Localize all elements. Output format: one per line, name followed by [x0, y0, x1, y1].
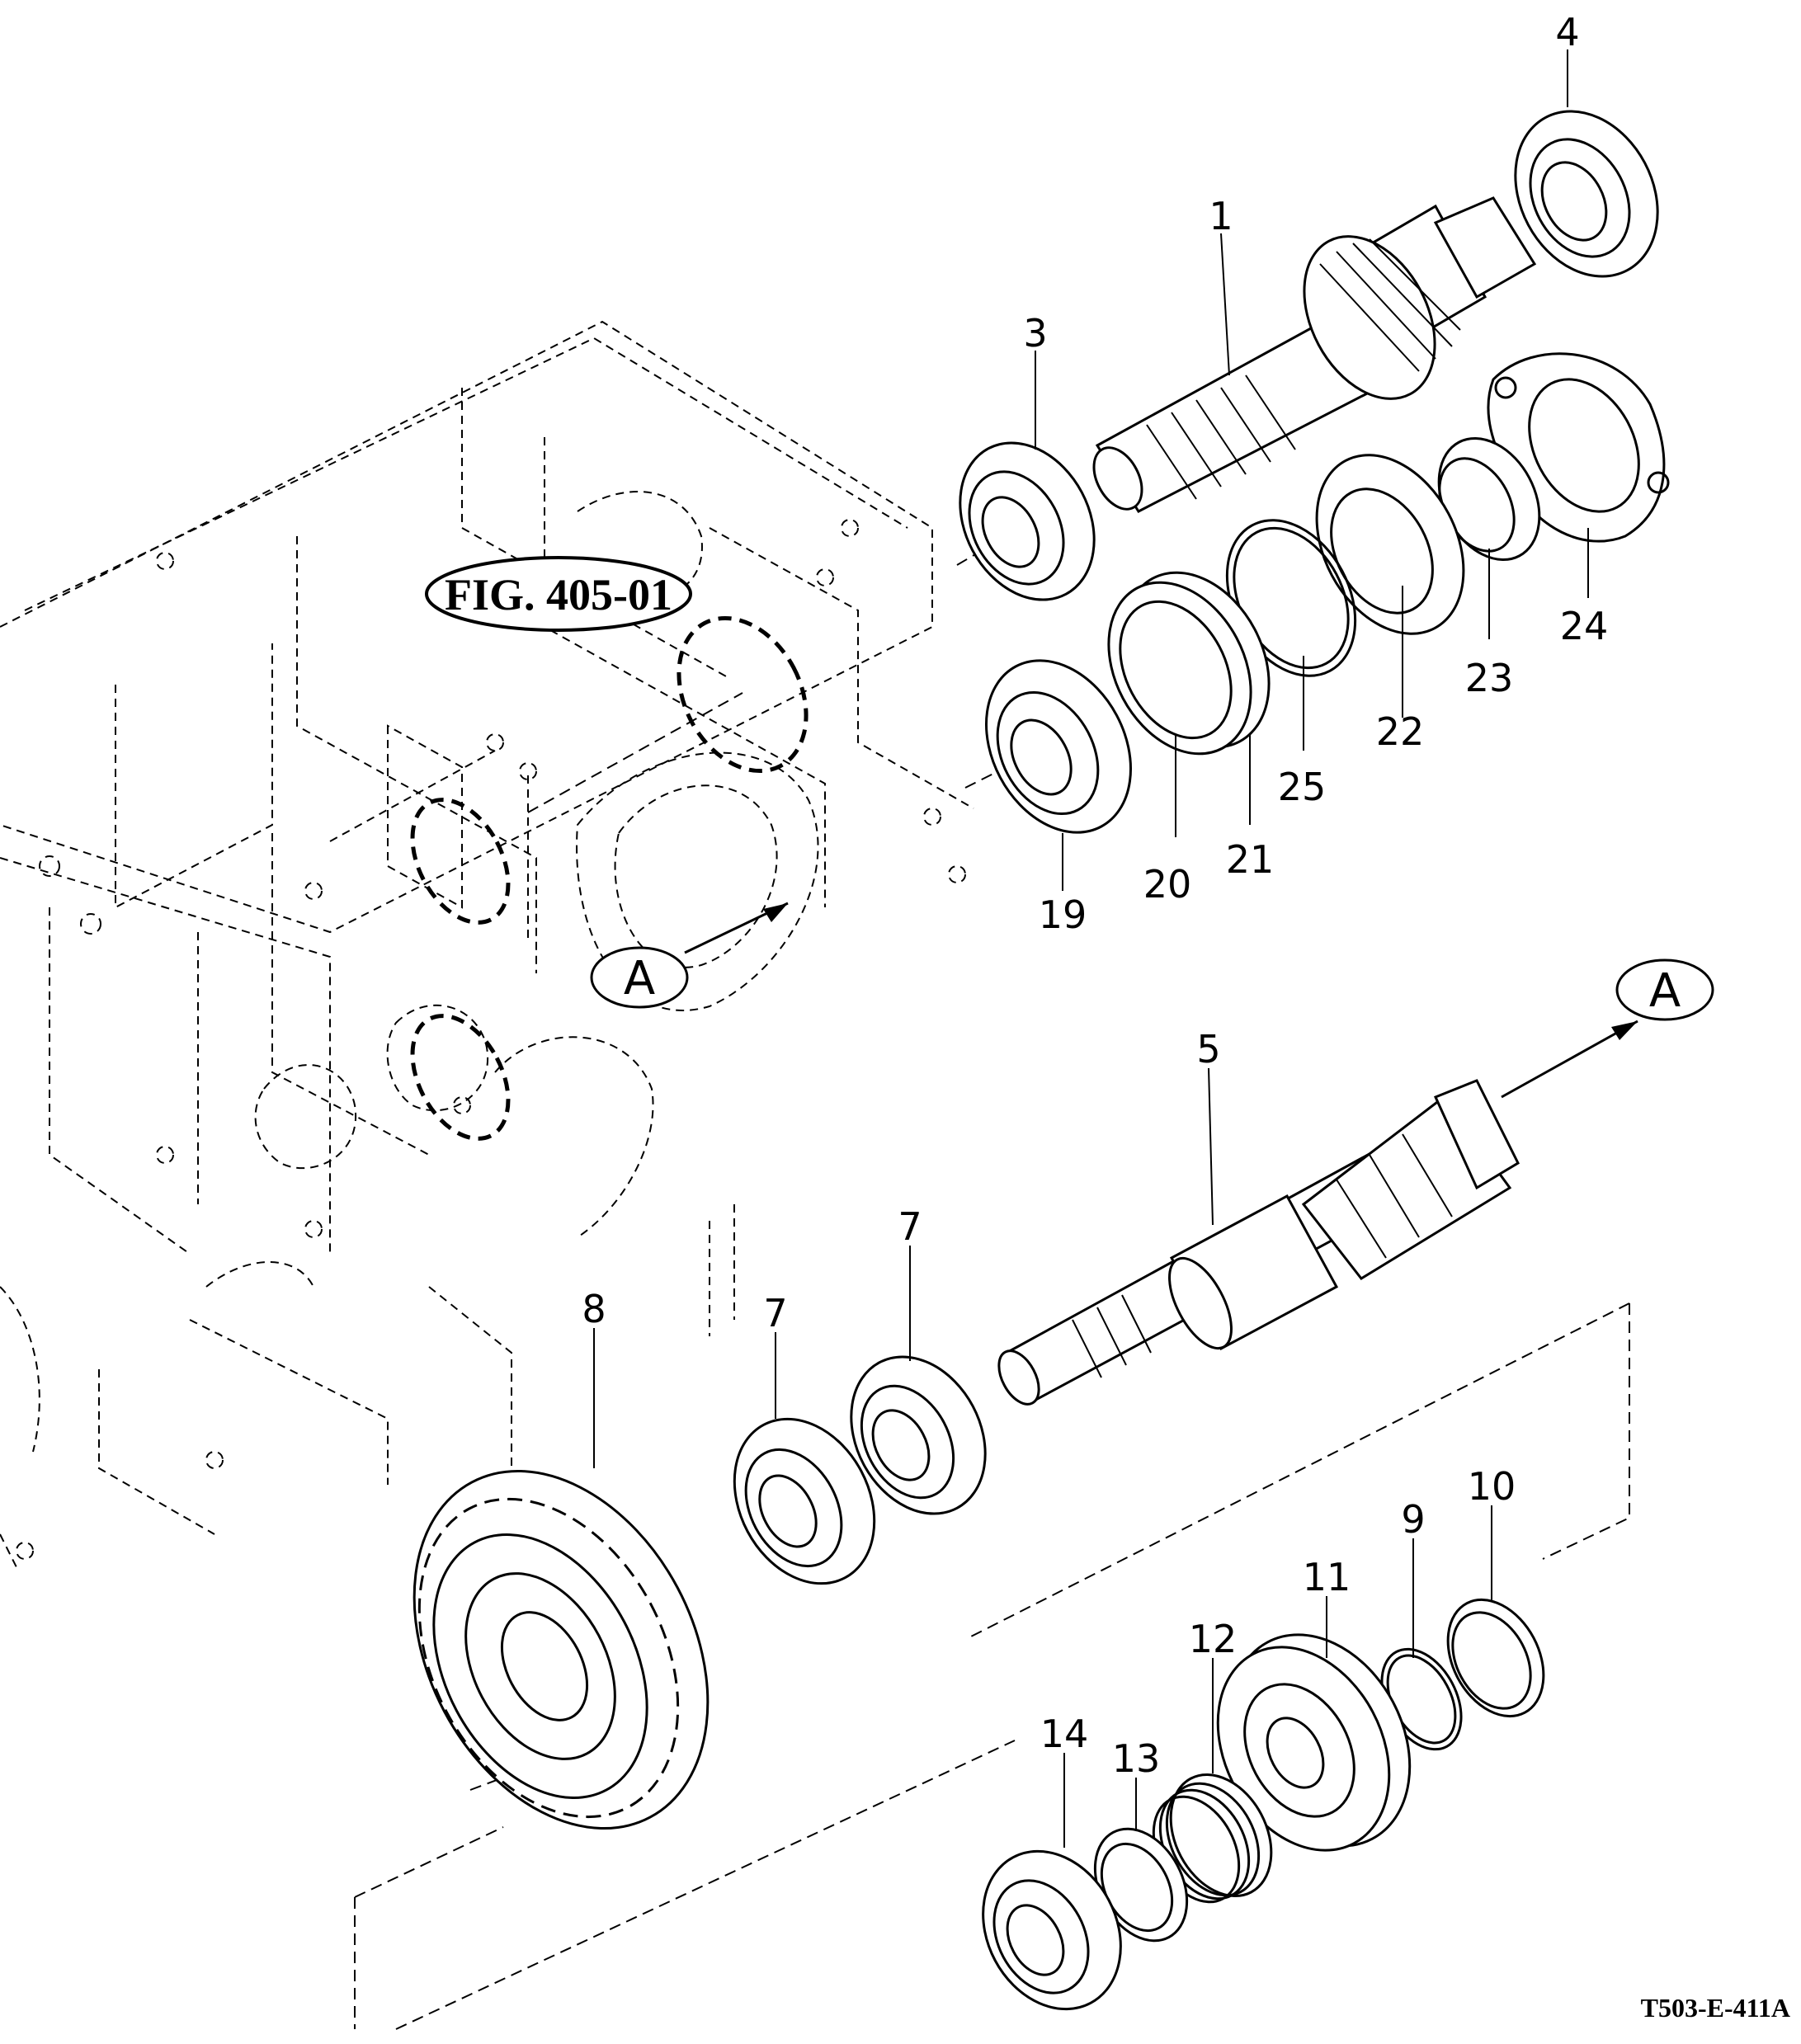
callout-3: 3 [1023, 311, 1047, 356]
callout-19: 19 [1039, 892, 1087, 937]
part-20-21-sleeve [1107, 571, 1271, 756]
part-8-gear [413, 1469, 710, 1830]
part-1-pinion-shaft [1092, 196, 1537, 513]
callout-1: 1 [1209, 194, 1233, 238]
transmission-housing-outline [0, 320, 974, 1568]
callout-7a: 7 [763, 1291, 787, 1335]
callout-25: 25 [1278, 765, 1327, 809]
callout-9: 9 [1401, 1497, 1425, 1542]
callout-14: 14 [1040, 1712, 1089, 1756]
reference-mark-label: A [1649, 964, 1681, 1018]
part-7-bearing-a [850, 1355, 987, 1515]
callout-4: 4 [1555, 10, 1579, 54]
figure-reference-label: FIG. 405-01 [445, 570, 672, 619]
part-4-bearing [1514, 110, 1659, 278]
part-3-bearing [959, 441, 1096, 601]
callout-10: 10 [1468, 1464, 1516, 1509]
drawing-code: T503-E-411A [1641, 1993, 1790, 2023]
part-7-bearing-b [733, 1417, 876, 1585]
figure-reference-badge[interactable]: FIG. 405-01 [425, 556, 692, 632]
callout-22: 22 [1376, 709, 1425, 754]
reference-arrows [684, 902, 1638, 1099]
callout-12: 12 [1189, 1617, 1238, 1661]
part-19-bearing [984, 659, 1133, 834]
callout-5: 5 [1196, 1027, 1220, 1071]
callout-11: 11 [1303, 1555, 1351, 1599]
part-5-shaft [997, 1079, 1520, 1406]
reference-mark-a-left: A [590, 946, 689, 1009]
part-10-washer [1446, 1598, 1545, 1718]
callout-7b: 7 [898, 1204, 922, 1249]
callout-24: 24 [1560, 604, 1609, 648]
callout-8: 8 [582, 1287, 606, 1331]
part-14-bearing [982, 1849, 1122, 2011]
callout-13: 13 [1112, 1736, 1161, 1781]
callout-20: 20 [1143, 862, 1192, 907]
callout-leaders [593, 49, 1589, 1848]
callout-21: 21 [1226, 837, 1275, 882]
callout-23: 23 [1465, 656, 1514, 700]
reference-mark-a-right: A [1615, 958, 1714, 1021]
callout-numbers: 1 3 4 5 7 7 8 9 10 11 12 13 14 19 20 21 … [582, 10, 1608, 1781]
housing-seal-rings [410, 615, 809, 1141]
part-11-hub [1216, 1633, 1412, 1852]
reference-mark-label: A [624, 952, 655, 1006]
